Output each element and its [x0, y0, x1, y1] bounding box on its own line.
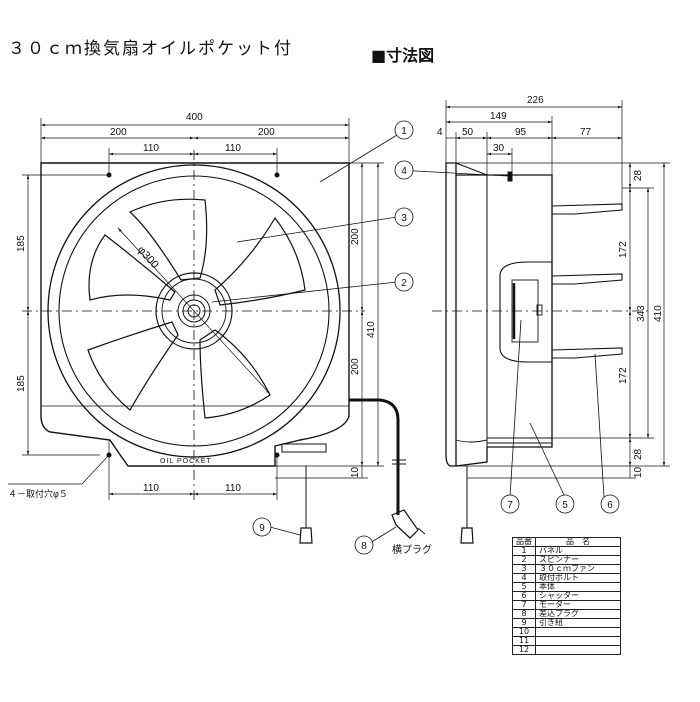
- fan-blades: [87, 198, 306, 419]
- dim-172-top: 172: [618, 241, 629, 258]
- oil-pocket-text: OIL POCKET: [160, 458, 212, 465]
- dim-10: 10: [633, 466, 644, 478]
- callout-3: 3: [401, 213, 407, 224]
- dim-343: 343: [636, 305, 647, 322]
- dim-right-upper: 200: [350, 228, 361, 245]
- dim-hole-right: 110: [225, 143, 241, 154]
- callout-6: 6: [607, 500, 613, 511]
- dim-30: 30: [493, 143, 505, 154]
- pull-cord-handle-icon: [299, 527, 313, 544]
- dim-410: 410: [653, 305, 664, 322]
- part-number: 12: [512, 645, 536, 655]
- callout-8: 8: [361, 541, 367, 552]
- dim-28-bottom: 28: [633, 448, 644, 460]
- dim-50: 50: [462, 127, 474, 138]
- section-title: ■寸法図: [371, 46, 435, 65]
- dim-172-bottom: 172: [618, 367, 629, 384]
- callout-labels: 1 2 3 4 5 6 7 8 9: [259, 126, 613, 552]
- dim-right-lower: 200: [350, 358, 361, 375]
- dim-height-total: 410: [366, 321, 377, 338]
- dim-half-left: 200: [110, 127, 127, 138]
- power-cord: [349, 398, 400, 515]
- callout-4: 4: [401, 166, 407, 177]
- front-dimensions: [8, 118, 384, 500]
- oil-pocket-label-box: [281, 443, 327, 453]
- hole-note: ４－取付穴φ５: [8, 488, 68, 499]
- callout-9: 9: [259, 523, 265, 534]
- page-title: ３０ｃｍ換気扇オイルポケット付: [8, 39, 293, 59]
- side-view: [432, 162, 650, 544]
- dim-28-top: 28: [633, 169, 644, 181]
- side-panel: [445, 162, 457, 467]
- part-name: [535, 627, 621, 637]
- callouts: [211, 120, 620, 555]
- mount-bolt-icon: [507, 171, 513, 182]
- front-panel: [40, 162, 350, 467]
- dim-hole-left: 110: [143, 143, 159, 154]
- part-name: [535, 636, 621, 646]
- part-name: [535, 645, 621, 655]
- dim-lower-height: 185: [16, 375, 27, 392]
- part-name: 引き紐: [535, 618, 621, 628]
- side-body: [455, 174, 553, 467]
- dim-upper-height: 185: [16, 235, 27, 252]
- callout-1: 1: [401, 126, 407, 137]
- table-row: 12: [512, 645, 621, 655]
- dim-95: 95: [515, 127, 527, 138]
- dim-depth-total: 226: [527, 95, 544, 106]
- callout-7: 7: [507, 500, 513, 511]
- plug-label: 横プラグ: [392, 543, 432, 556]
- dim-half-right: 200: [258, 127, 275, 138]
- dim-depth-a: 149: [490, 111, 507, 122]
- plug-icon: [391, 509, 419, 539]
- side-dimension-labels: 226 149 4 50 95 77 30 28 172 343 410 172…: [437, 95, 664, 478]
- front-view: [22, 150, 426, 544]
- callout-2: 2: [401, 278, 407, 289]
- dim-diameter: φ300: [135, 244, 161, 271]
- dim-bottom-left: 110: [143, 483, 159, 494]
- callout-5: 5: [562, 500, 568, 511]
- dim-bottom-gap: 10: [350, 466, 361, 478]
- shutter-blades: [551, 203, 623, 359]
- dim-bottom-right: 110: [225, 483, 241, 494]
- dim-4: 4: [437, 127, 443, 138]
- dim-width-total: 400: [186, 112, 203, 123]
- side-dimensions: [445, 100, 670, 479]
- motor-outline: [499, 261, 553, 363]
- dim-77: 77: [580, 127, 592, 138]
